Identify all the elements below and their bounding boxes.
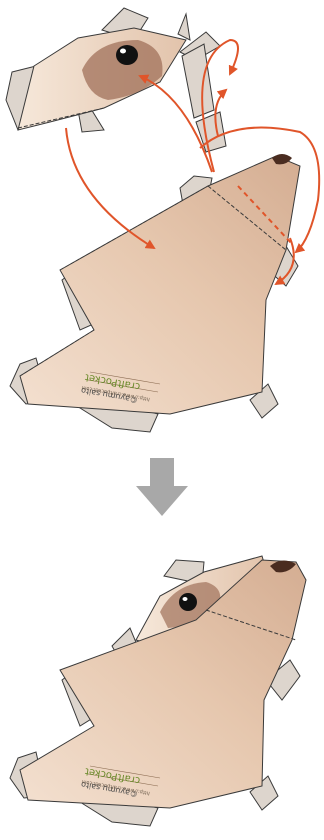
- unfolded-pattern: craftPocket ©ayumu saito http://www.craf…: [6, 8, 319, 432]
- assembled-model: craftPocket ©ayumu saito http://www.craf…: [10, 556, 306, 826]
- eye-icon: [116, 45, 138, 65]
- neck-strip-panel: [182, 44, 214, 118]
- eye-highlight: [120, 49, 126, 54]
- down-arrow-icon: [136, 458, 188, 516]
- assembled-eye-icon: [179, 593, 197, 611]
- body-piece: craftPocket ©ayumu saito http://www.craf…: [10, 154, 300, 432]
- ear-flap-right: [178, 14, 190, 40]
- head-piece: [6, 8, 190, 132]
- assembled-eye-highlight: [183, 597, 188, 601]
- body-panel: [20, 156, 300, 414]
- neck-flap-lower: [196, 112, 226, 152]
